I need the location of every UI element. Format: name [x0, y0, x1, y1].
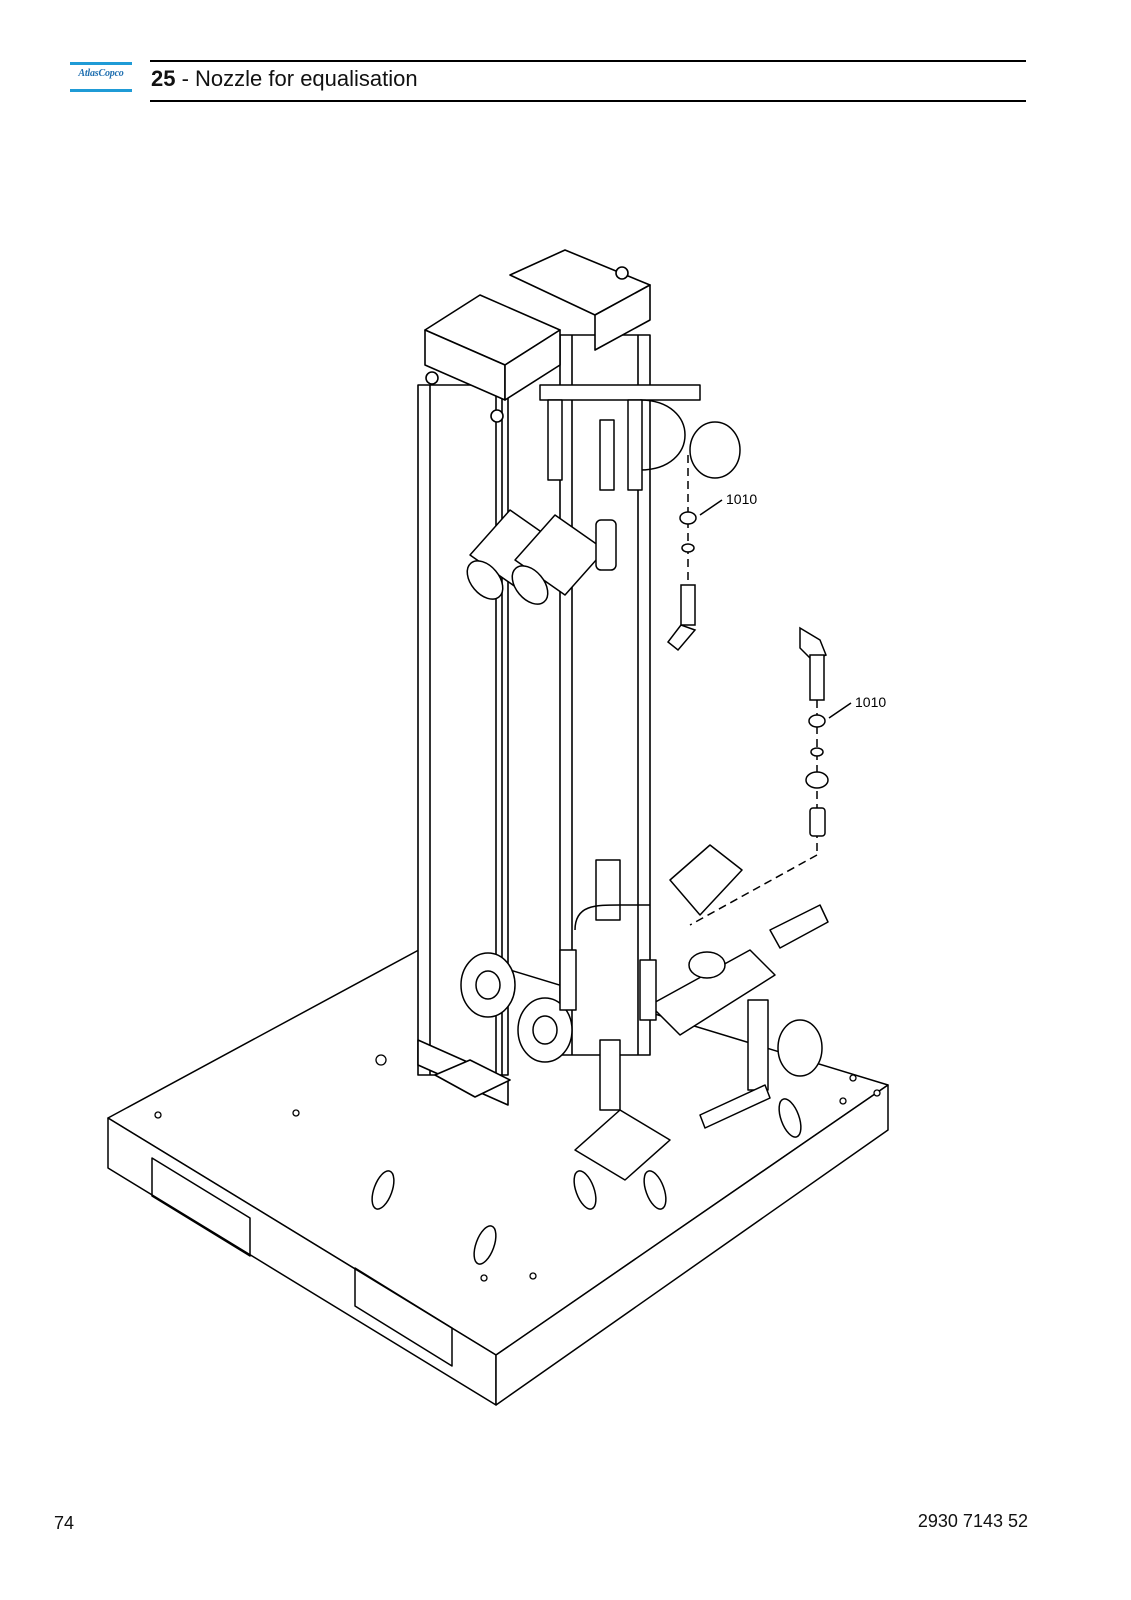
upper-pipe-drop [627, 399, 643, 491]
base-valve [574, 1109, 671, 1181]
callout-leader [828, 702, 852, 719]
adapter-fitting [809, 807, 826, 837]
lifting-loop [643, 1170, 667, 1210]
base-bracket [699, 1084, 771, 1129]
pallet-slot-left [151, 1157, 251, 1257]
upper-pipe-drop [547, 399, 563, 481]
atlas-copco-logo: AtlasCopco [70, 62, 132, 94]
callout-leader [699, 499, 723, 516]
lifting-loop [778, 1098, 802, 1138]
lower-pipe-rise [559, 949, 577, 1011]
pallet-holes [154, 1054, 881, 1282]
axis-line [689, 854, 818, 926]
upper-loop-pipe [639, 399, 686, 471]
outlet-pipe [769, 904, 829, 949]
nozzle-part-1010 [679, 511, 697, 525]
tower-left-top-side [504, 329, 561, 401]
washer [805, 771, 829, 789]
pallet-lifting-loops [371, 1098, 802, 1265]
manifold-port [688, 951, 726, 979]
side-gauge [777, 1019, 823, 1077]
connector-tube [809, 654, 825, 701]
lower-valve-assembly [460, 844, 829, 1181]
top-bolt [490, 409, 504, 423]
nozzle-set-upper [666, 455, 723, 652]
pallet-slot-right [354, 1267, 453, 1367]
lower-fitting [595, 859, 621, 921]
lower-pipe-drop [747, 999, 769, 1091]
page-number: 74 [54, 1513, 75, 1533]
o-ring [810, 747, 824, 757]
upper-fitting [595, 519, 617, 571]
document-number: 2930 7143 52 [917, 1511, 1028, 1531]
header-rule-top [150, 60, 1026, 62]
lower-pipe-rise [639, 959, 657, 1021]
pallet-side-face [495, 1084, 889, 1406]
header-rule-bottom [150, 100, 1026, 102]
lower-gauge-center [475, 970, 501, 1000]
hole [292, 1109, 300, 1117]
hole [873, 1089, 881, 1097]
tower-bottom-foot [434, 1059, 511, 1098]
hole [849, 1074, 857, 1082]
upper-valve-cap [466, 560, 504, 600]
hole [375, 1054, 387, 1066]
elbow-fitting [666, 624, 697, 652]
callout-1010-upper: 1010 [726, 491, 757, 507]
o-ring [681, 543, 695, 553]
lower-loop-pipe [574, 904, 650, 931]
upper-gauge [689, 421, 741, 479]
connector-tube [680, 584, 696, 626]
upper-pipe-drop [599, 419, 615, 491]
lifting-loop [371, 1170, 395, 1210]
tower-right-top-side [594, 284, 651, 351]
lifting-loop [473, 1225, 497, 1265]
logo-bottom-bar [70, 89, 132, 92]
pallet-base [107, 944, 889, 1406]
lifting-loop [573, 1170, 597, 1210]
title-separator: - [175, 66, 196, 91]
top-bolt [615, 266, 629, 280]
page-title: 25 - Nozzle for equalisation [151, 66, 418, 92]
logo-text: AtlasCopco [78, 68, 124, 79]
hole [480, 1274, 488, 1282]
lower-valve-body [669, 844, 743, 916]
section-number: 25 [151, 66, 176, 91]
lower-gauge-center [532, 1015, 558, 1045]
callout-1010-lower: 1010 [855, 694, 886, 710]
upper-valve-assembly [466, 384, 741, 605]
top-bolt [425, 371, 439, 385]
hole [529, 1272, 537, 1280]
hole [839, 1097, 847, 1105]
logo-top-bar [70, 62, 132, 65]
nozzle-part-1010 [808, 714, 826, 728]
nozzle-set-lower [689, 626, 852, 926]
upper-valve-cap [511, 565, 549, 605]
upper-manifold-pipe [539, 384, 701, 401]
hole [154, 1111, 162, 1119]
section-title: Nozzle for equalisation [195, 66, 418, 91]
lower-pipe-drop [599, 1039, 621, 1111]
